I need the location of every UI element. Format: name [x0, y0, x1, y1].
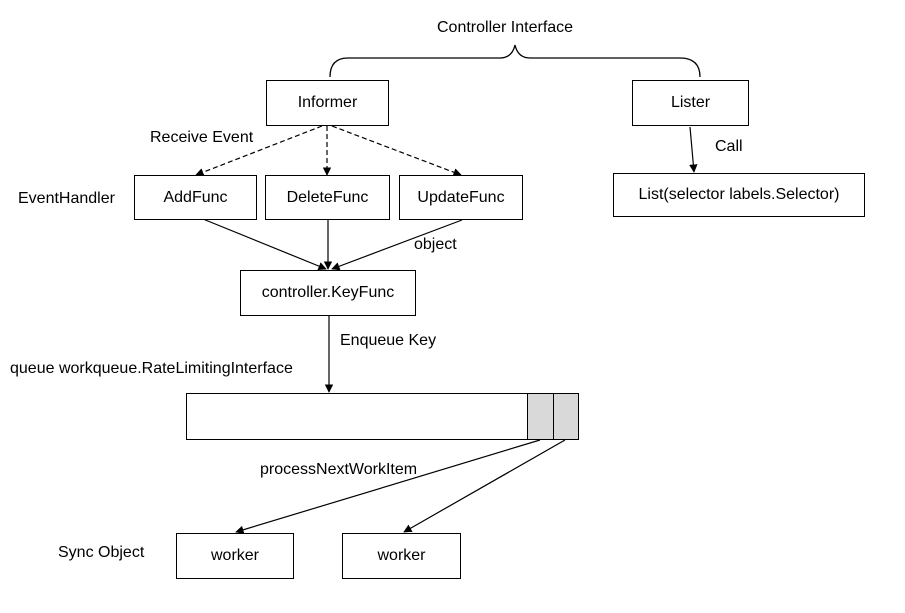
arrow-addfunc-keyfunc [197, 216, 327, 271]
lister-node: Lister [632, 80, 749, 126]
arrow-updatefunc-keyfunc [331, 219, 463, 271]
deletefunc-node: DeleteFunc [265, 175, 390, 220]
call-label: Call [715, 138, 743, 155]
arrow-informer-updatefunc [331, 125, 462, 177]
enqueue-key-label: Enqueue Key [340, 332, 437, 349]
updatefunc-node: UpdateFunc [399, 175, 523, 220]
arrow-informer-addfunc [195, 125, 323, 177]
worker-node-2: worker [342, 533, 461, 579]
process-next-work-item-label: processNextWorkItem [260, 461, 418, 478]
arrow-lister-list [689, 126, 698, 173]
controller-interface-title: Controller Interface [437, 19, 574, 36]
sync-object-label: Sync Object [58, 544, 145, 561]
worker-node-1: worker [176, 533, 294, 579]
arrow-queue-worker-1 [235, 439, 541, 534]
event-handler-label: EventHandler [18, 190, 115, 207]
list-call-node: List(selector labels.Selector) [613, 173, 865, 217]
receive-event-label: Receive Event [150, 129, 254, 146]
queue-label: queue workqueue.RateLimitingInterface [10, 360, 293, 377]
arrow-queue-worker-2 [403, 439, 566, 533]
keyfunc-node: controller.KeyFunc [240, 270, 416, 316]
addfunc-node: AddFunc [134, 175, 257, 220]
informer-node: Informer [266, 80, 389, 126]
controller-interface-brace [329, 44, 701, 78]
workqueue [186, 393, 579, 440]
object-label: object [414, 236, 457, 253]
queue-item-2 [553, 393, 579, 440]
queue-item-1 [527, 393, 554, 440]
